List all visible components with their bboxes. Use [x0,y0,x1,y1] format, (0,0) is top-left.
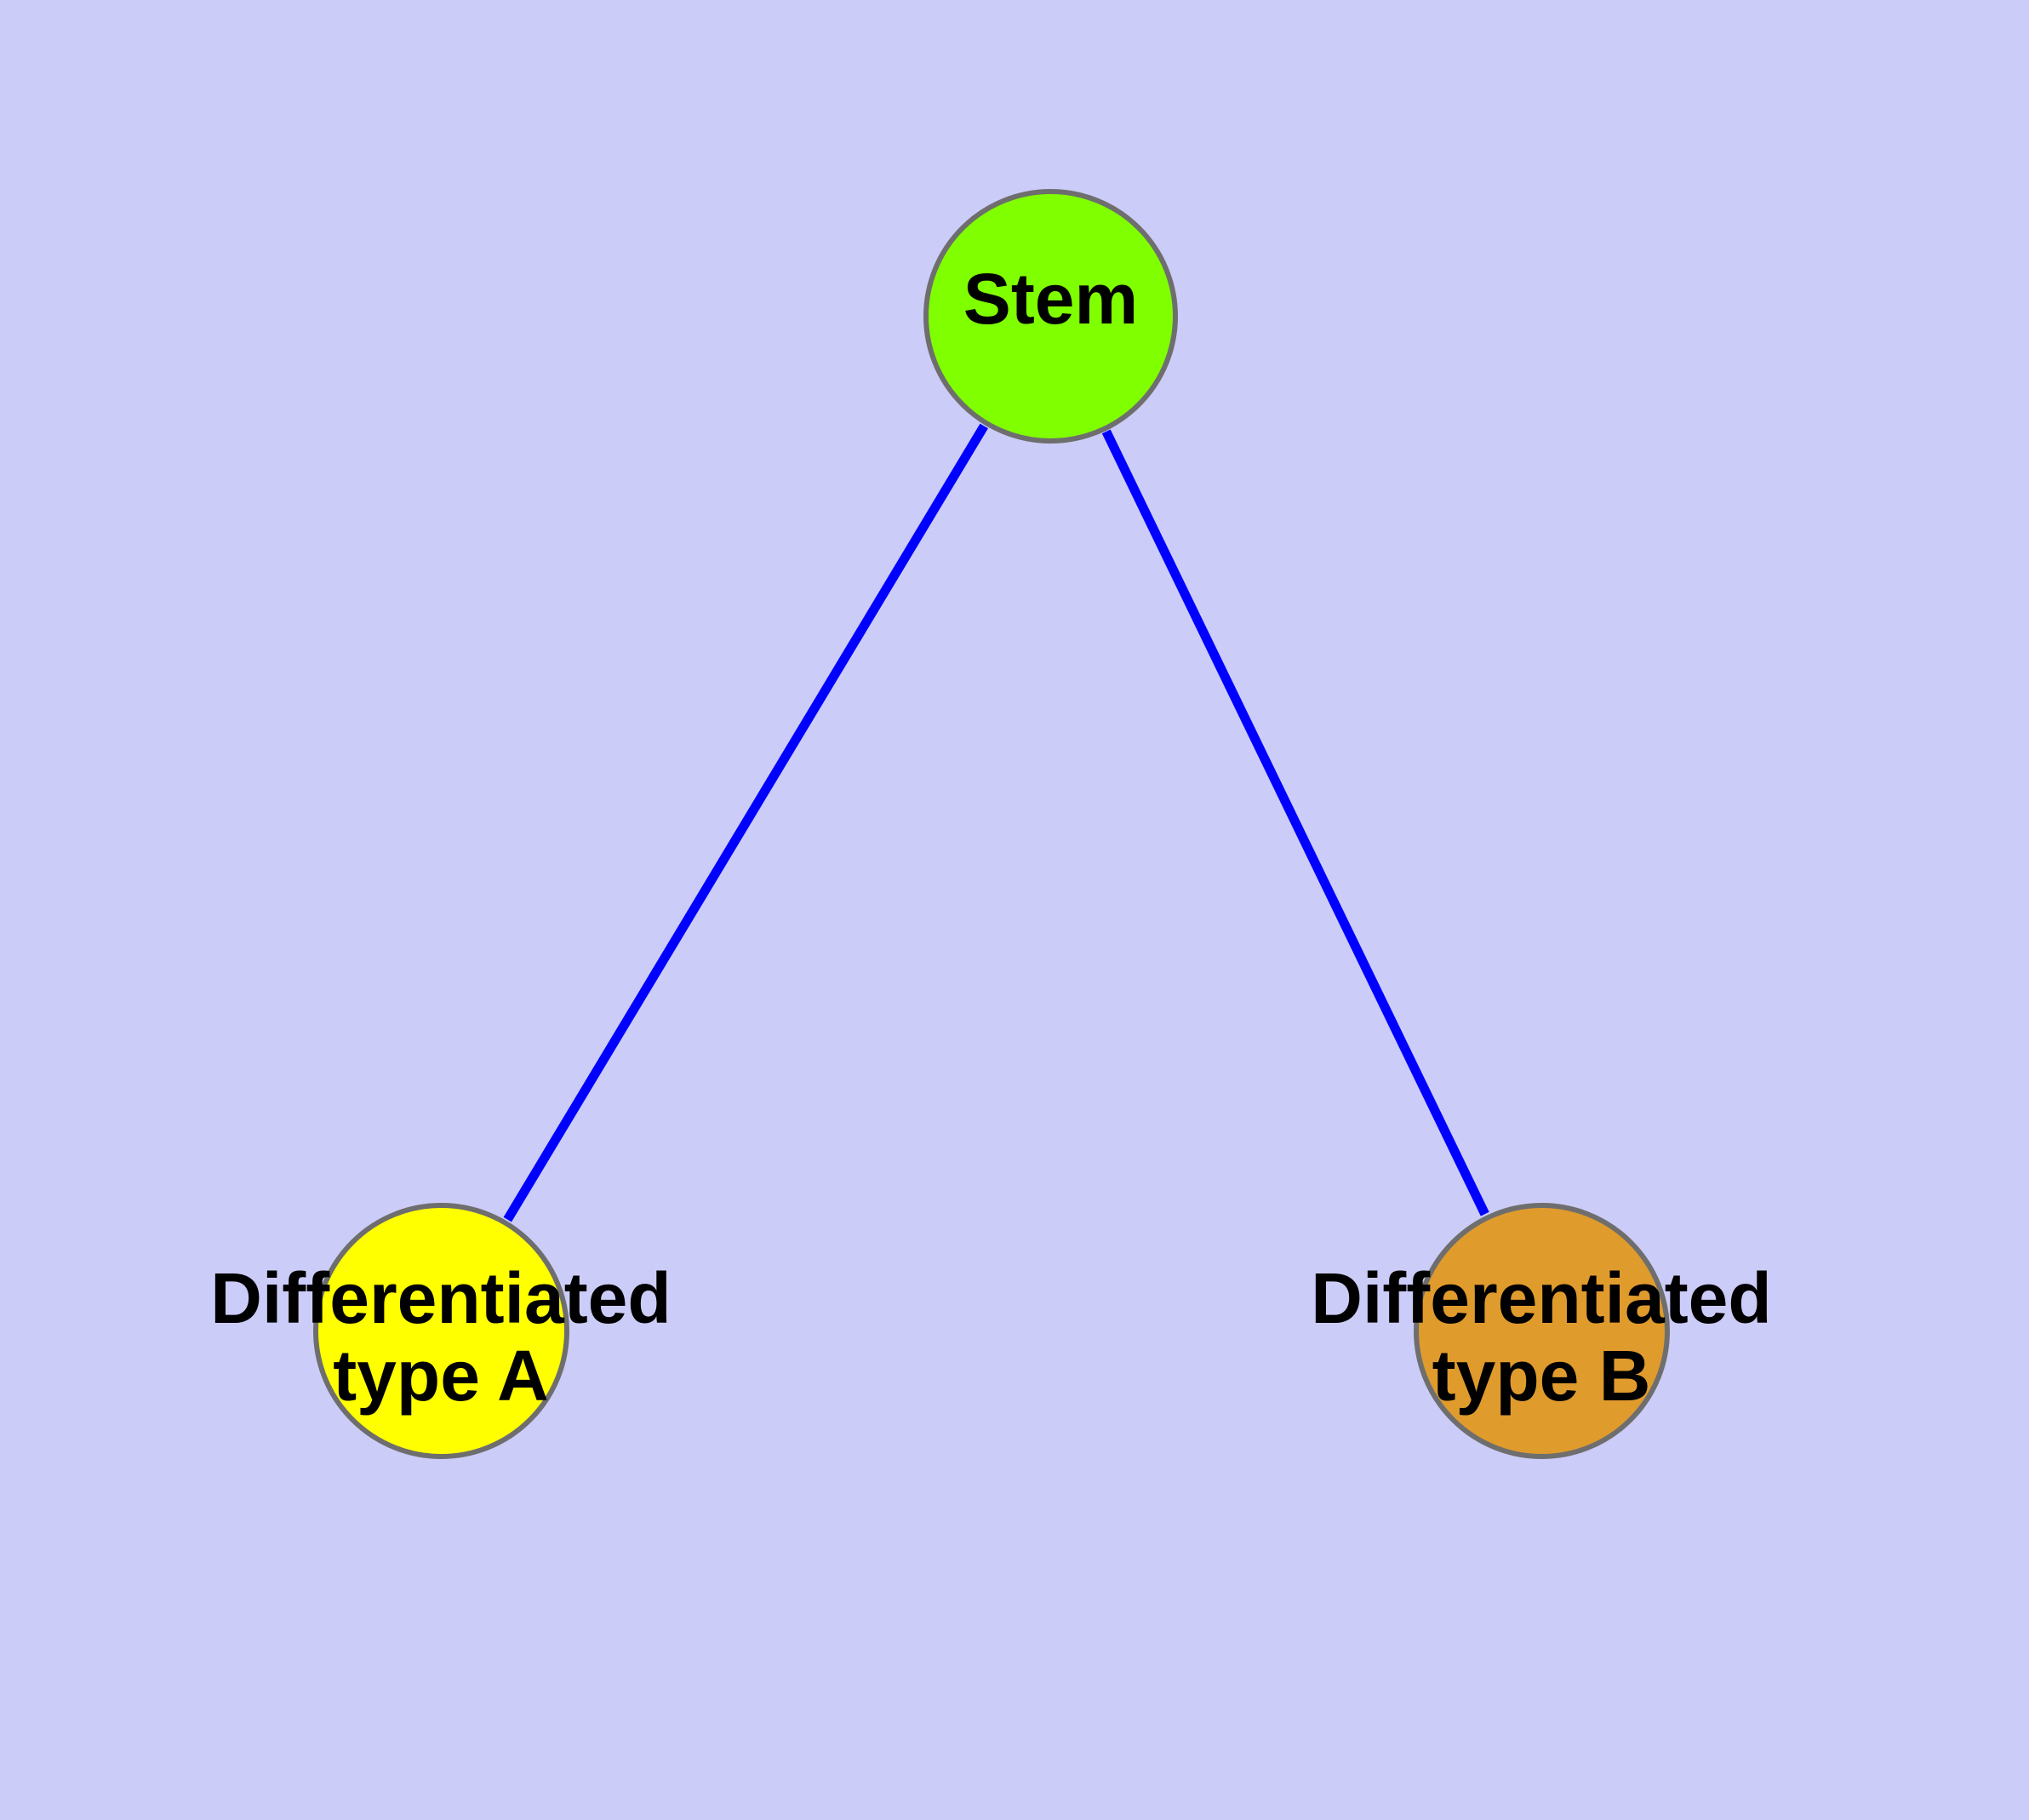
node-differentiated-type-b[interactable] [1414,1203,1670,1459]
graph-edge [503,423,988,1222]
node-differentiated-type-a[interactable] [313,1203,569,1459]
node-stem[interactable] [923,189,1178,444]
graph-edge [1101,429,1489,1216]
